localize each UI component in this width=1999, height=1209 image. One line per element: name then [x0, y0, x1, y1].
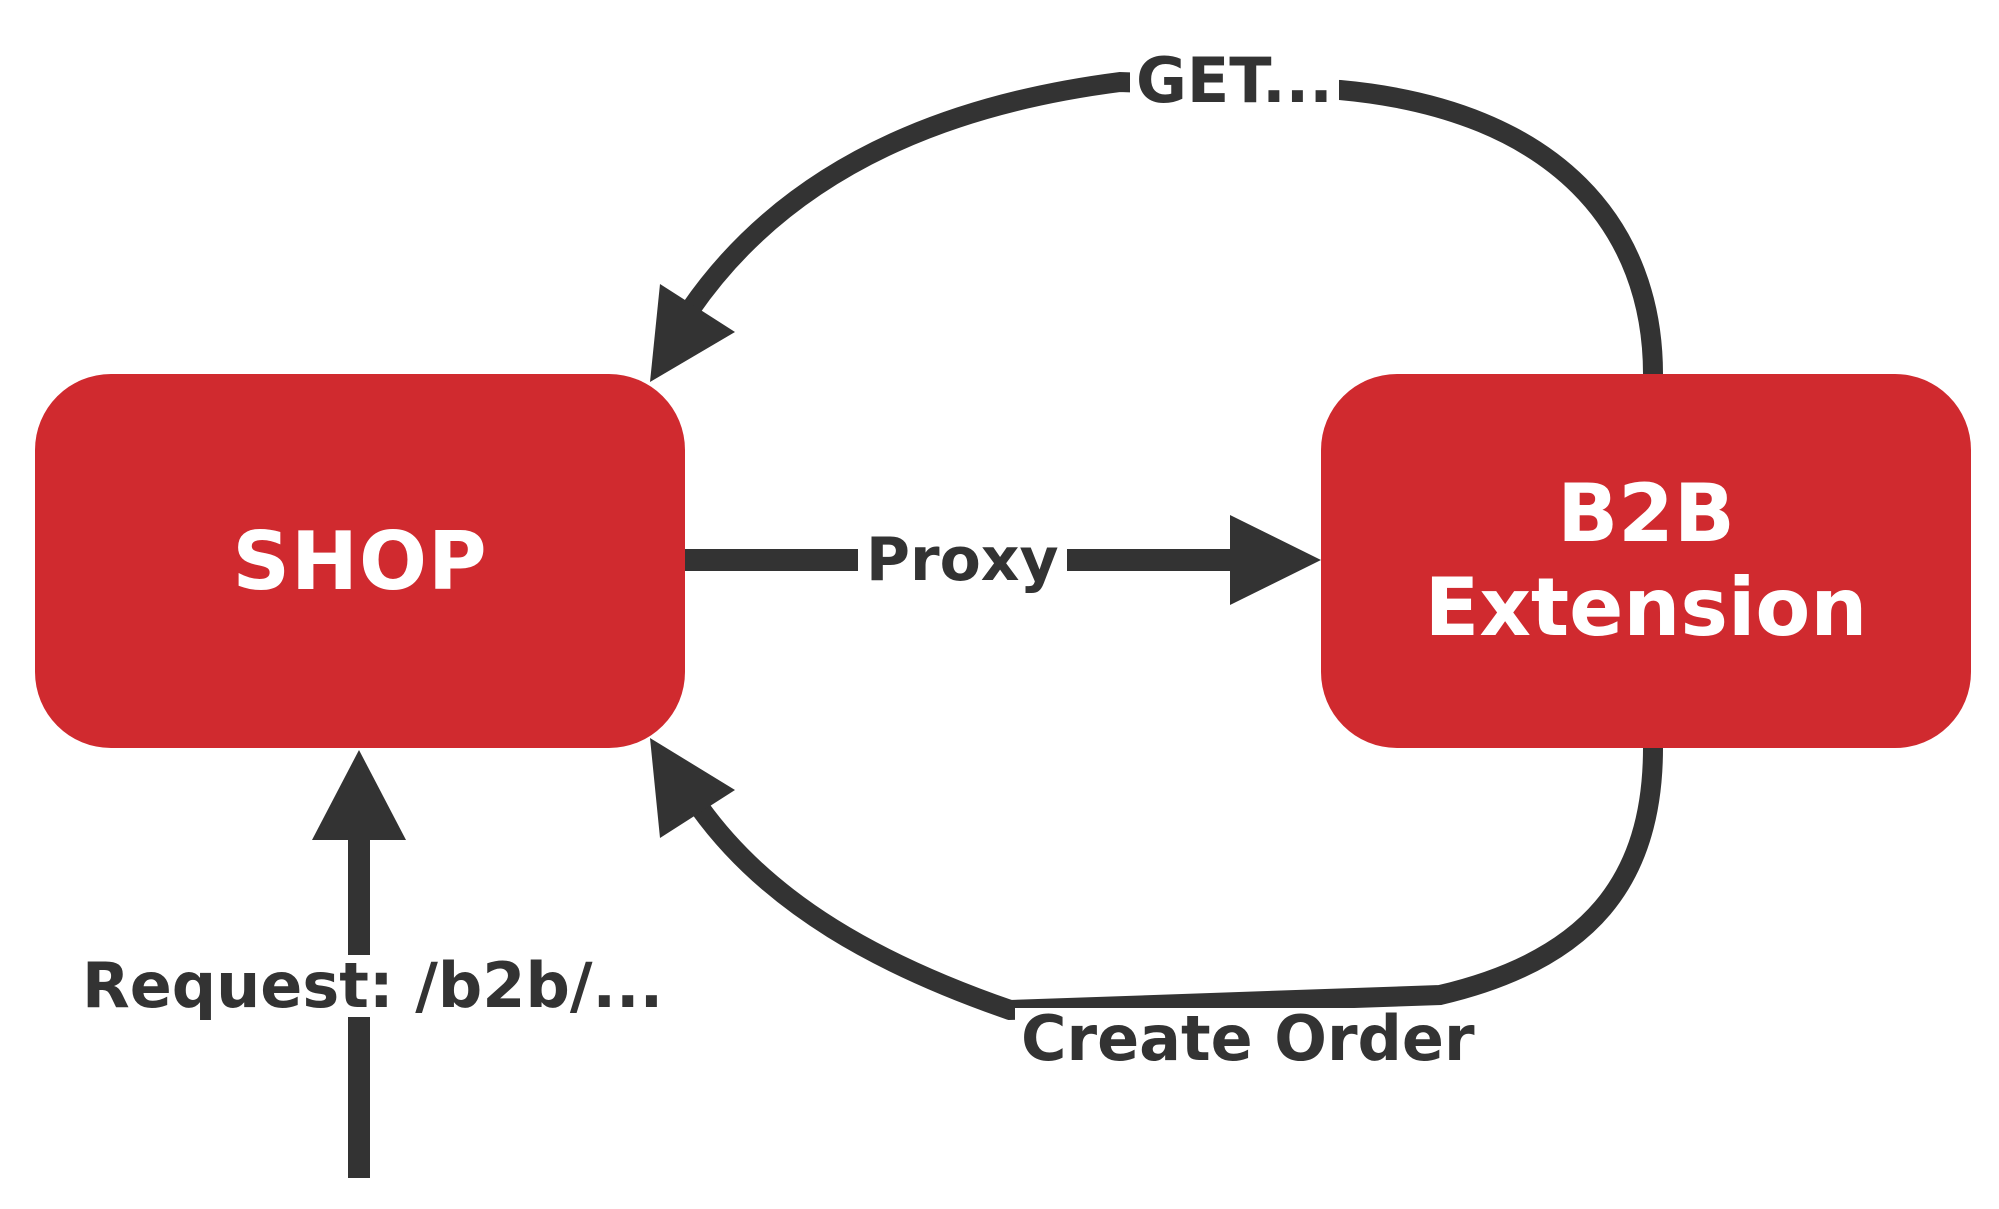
get-edge-label: GET... [1130, 50, 1339, 112]
request-edge-label: Request: /b2b/... [78, 955, 668, 1017]
get-arrowhead [650, 284, 735, 382]
shop-node-label: SHOP [232, 514, 488, 608]
create-order-arrow-line [691, 747, 1663, 1021]
b2b-node-label-line2: Extension [1424, 561, 1868, 654]
create-order-edge-label: Create Order [1015, 1008, 1481, 1070]
b2b-extension-node: B2B Extension [1321, 374, 1971, 748]
b2b-node-label-line1: B2B [1557, 467, 1735, 560]
shop-node: SHOP [35, 374, 685, 748]
request-arrowhead [312, 750, 406, 840]
proxy-edge-label: Proxy [858, 530, 1067, 590]
proxy-arrowhead [1230, 515, 1321, 605]
get-arrow-line [681, 71, 1663, 375]
create-order-arrowhead [650, 738, 735, 838]
